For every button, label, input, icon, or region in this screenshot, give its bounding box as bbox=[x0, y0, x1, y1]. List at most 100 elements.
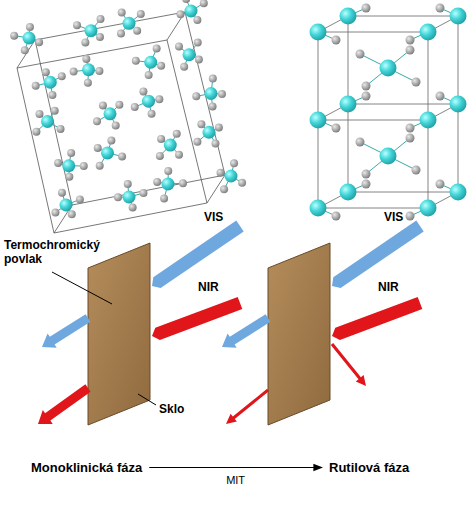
oxygen-atom bbox=[51, 107, 59, 115]
vanadium-atom bbox=[380, 148, 397, 165]
nir-arrow bbox=[226, 389, 269, 424]
vanadium-atom bbox=[380, 60, 397, 77]
oxygen-atom bbox=[81, 38, 89, 46]
vanadium-atom bbox=[82, 63, 95, 76]
vanadium-atom bbox=[310, 24, 327, 41]
oxygen-atom bbox=[362, 170, 371, 179]
rutile-structure bbox=[310, 4, 467, 221]
oxygen-atom bbox=[93, 117, 101, 125]
oxygen-atom bbox=[67, 149, 75, 157]
oxygen-atom bbox=[436, 92, 445, 101]
oxygen-atom bbox=[115, 101, 123, 109]
oxygen-atom bbox=[220, 185, 228, 193]
vanadium-atom bbox=[142, 95, 155, 108]
oxygen-atom bbox=[356, 138, 365, 147]
cell-edge bbox=[167, 40, 207, 203]
oxygen-atom bbox=[175, 42, 183, 50]
leader-line bbox=[138, 394, 156, 405]
oxygen-atom bbox=[96, 33, 104, 41]
oxygen-atom bbox=[173, 130, 181, 138]
transition-arrow bbox=[149, 467, 322, 468]
oxygen-atom bbox=[10, 32, 18, 40]
oxygen-atom bbox=[412, 166, 421, 175]
oxygen-atom bbox=[362, 4, 371, 13]
vanadium-atom bbox=[60, 199, 73, 212]
cell-edge bbox=[72, 175, 225, 205]
oxygen-atom bbox=[148, 110, 156, 118]
oxygen-atom bbox=[153, 178, 161, 186]
oxygen-atom bbox=[118, 152, 126, 160]
oxygen-atom bbox=[362, 82, 371, 91]
cell-edge bbox=[17, 68, 54, 233]
oxygen-atom bbox=[73, 21, 81, 29]
vanadium-atom bbox=[420, 200, 437, 217]
oxygen-atom bbox=[114, 193, 122, 201]
oxygen-atom bbox=[218, 90, 226, 98]
oxygen-atom bbox=[94, 144, 102, 152]
vis-arrow bbox=[152, 221, 244, 288]
vanadium-atom bbox=[340, 96, 357, 113]
leader-line bbox=[52, 272, 112, 304]
oxygen-atom bbox=[406, 212, 415, 221]
nir-reflected-arrow bbox=[331, 343, 366, 386]
vanadium-atom bbox=[340, 8, 357, 25]
oxygen-atom bbox=[26, 23, 34, 31]
phase-name: Monoklinická fáza bbox=[31, 460, 142, 475]
edge-label: MIT bbox=[226, 473, 245, 487]
oxygen-atom bbox=[406, 36, 415, 45]
vanadium-atom bbox=[41, 115, 54, 128]
oxygen-atom bbox=[362, 92, 371, 101]
oxygen-atom bbox=[57, 125, 65, 133]
oxygen-atom bbox=[238, 179, 246, 187]
radiation-label: VIS bbox=[204, 210, 223, 224]
vanadium-atom bbox=[183, 48, 196, 61]
oxygen-atom bbox=[58, 72, 66, 80]
oxygen-atom bbox=[215, 123, 223, 131]
oxygen-atom bbox=[177, 10, 185, 18]
oxygen-atom bbox=[406, 124, 415, 133]
oxygen-atom bbox=[193, 138, 201, 146]
oxygen-atom bbox=[58, 189, 66, 197]
oxygen-atom bbox=[436, 4, 445, 13]
oxygen-atom bbox=[211, 140, 219, 148]
oxygen-atom bbox=[192, 92, 200, 100]
cell-edge bbox=[185, 12, 225, 175]
oxygen-atom bbox=[131, 103, 139, 111]
cell-edge bbox=[318, 208, 428, 209]
oxygen-atom bbox=[36, 110, 44, 118]
oxygen-atom bbox=[139, 189, 147, 197]
cell-edge bbox=[35, 12, 185, 40]
vanadium-atom bbox=[203, 126, 216, 139]
oxygen-atom bbox=[436, 180, 445, 189]
vanadium-atom bbox=[104, 107, 117, 120]
oxygen-atom bbox=[95, 67, 103, 75]
oxygen-atom bbox=[209, 102, 217, 110]
oxygen-atom bbox=[230, 159, 238, 167]
oxygen-atom bbox=[406, 134, 415, 143]
coating-label: Termochromický povlak bbox=[4, 238, 96, 266]
vanadium-atom bbox=[225, 170, 238, 183]
oxygen-atom bbox=[107, 137, 115, 145]
oxygen-atom bbox=[68, 210, 76, 218]
oxygen-atom bbox=[48, 91, 56, 99]
oxygen-atom bbox=[412, 78, 421, 87]
oxygen-atom bbox=[182, 0, 190, 3]
oxygen-atom bbox=[118, 9, 126, 17]
vanadium-atom bbox=[205, 87, 218, 100]
phase-box: Monoklinická fáza bbox=[28, 458, 145, 477]
vanadium-atom bbox=[23, 32, 36, 45]
oxygen-atom bbox=[195, 56, 203, 64]
vanadium-atom bbox=[420, 112, 437, 129]
cell-edge bbox=[348, 192, 458, 193]
nir-arrow bbox=[38, 384, 91, 424]
oxygen-atom bbox=[32, 82, 40, 90]
oxygen-atom bbox=[332, 36, 341, 45]
vis-arrow bbox=[42, 314, 90, 348]
vis-arrow bbox=[332, 221, 424, 288]
oxygen-atom bbox=[54, 159, 62, 167]
oxygen-atom bbox=[21, 46, 29, 54]
cell-edge bbox=[348, 104, 458, 105]
oxygen-atom bbox=[156, 152, 164, 160]
